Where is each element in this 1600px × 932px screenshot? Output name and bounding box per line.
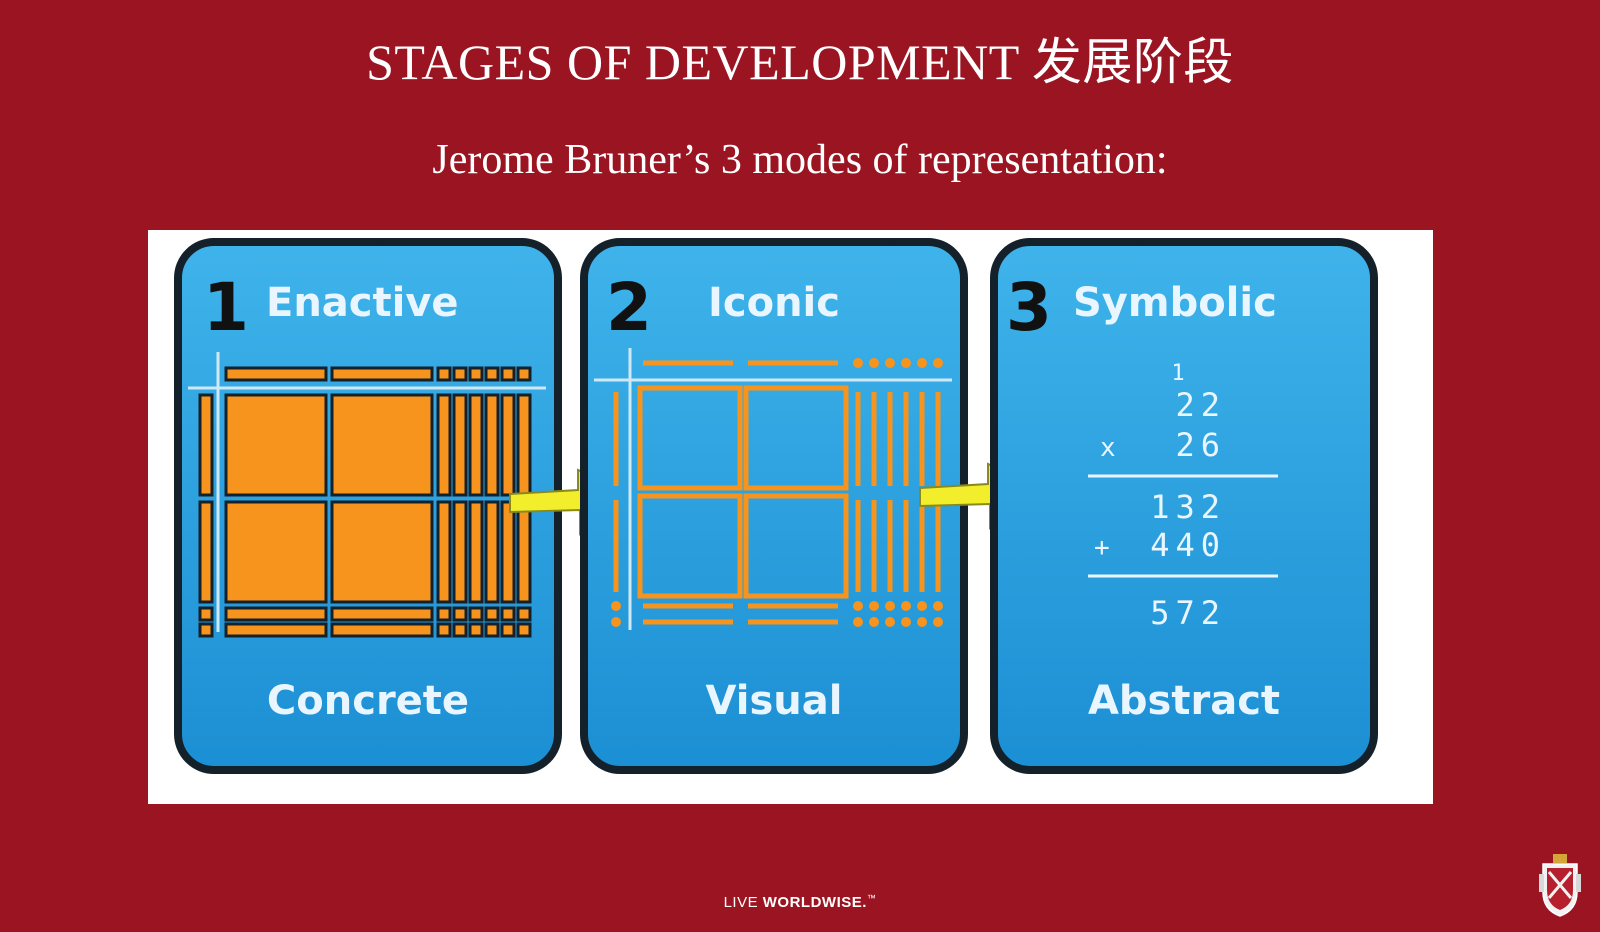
- partial-product-2: 440: [1150, 526, 1226, 564]
- slide-subtitle: Jerome Bruner’s 3 modes of representatio…: [432, 137, 1168, 183]
- stage-number: 2: [606, 269, 652, 346]
- stage-descriptor: Concrete: [267, 678, 469, 724]
- multiplicand: 22: [1175, 386, 1226, 424]
- stage-name: Symbolic: [1073, 280, 1277, 326]
- stage-name: Iconic: [708, 280, 840, 326]
- sketched-blocks: [613, 360, 941, 625]
- stage-card-iconic: 2 Iconic: [580, 238, 968, 774]
- footer-brand: WORLDWISE.: [762, 894, 867, 911]
- base-ten-blocks: [198, 366, 532, 638]
- stage-descriptor: Visual: [706, 678, 843, 724]
- product-result: 572: [1150, 594, 1226, 632]
- footer-prefix: LIVE: [723, 894, 763, 911]
- add-operator: +: [1094, 533, 1110, 563]
- multiply-operator: x: [1100, 433, 1116, 463]
- partial-product-1: 132: [1150, 488, 1226, 526]
- stage-number: 3: [1006, 269, 1052, 346]
- stage-card-enactive: 1 Enactive: [174, 238, 562, 774]
- stage-name: Enactive: [266, 280, 459, 326]
- crest-icon: [1539, 854, 1581, 917]
- slide-title: STAGES OF DEVELOPMENT 发展阶段: [366, 34, 1234, 90]
- footer-trademark: ™: [866, 893, 877, 903]
- footer-tagline: LIVE WORLDWISE.™: [0, 893, 1600, 911]
- sketched-unit-dots: [611, 358, 943, 627]
- stage-card-symbolic: 3 Symbolic 1 22 x 26 132 + 440 572 Abstr…: [990, 238, 1378, 774]
- stage-number: 1: [203, 269, 249, 346]
- multiplication-worked-example: 1 22 x 26 132 + 440 572: [1094, 361, 1226, 632]
- multiplier: 26: [1175, 426, 1226, 464]
- carry-digit: 1: [1171, 361, 1184, 386]
- bruner-diagram: 1 Enactive: [148, 230, 1433, 804]
- stage-descriptor: Abstract: [1088, 678, 1280, 724]
